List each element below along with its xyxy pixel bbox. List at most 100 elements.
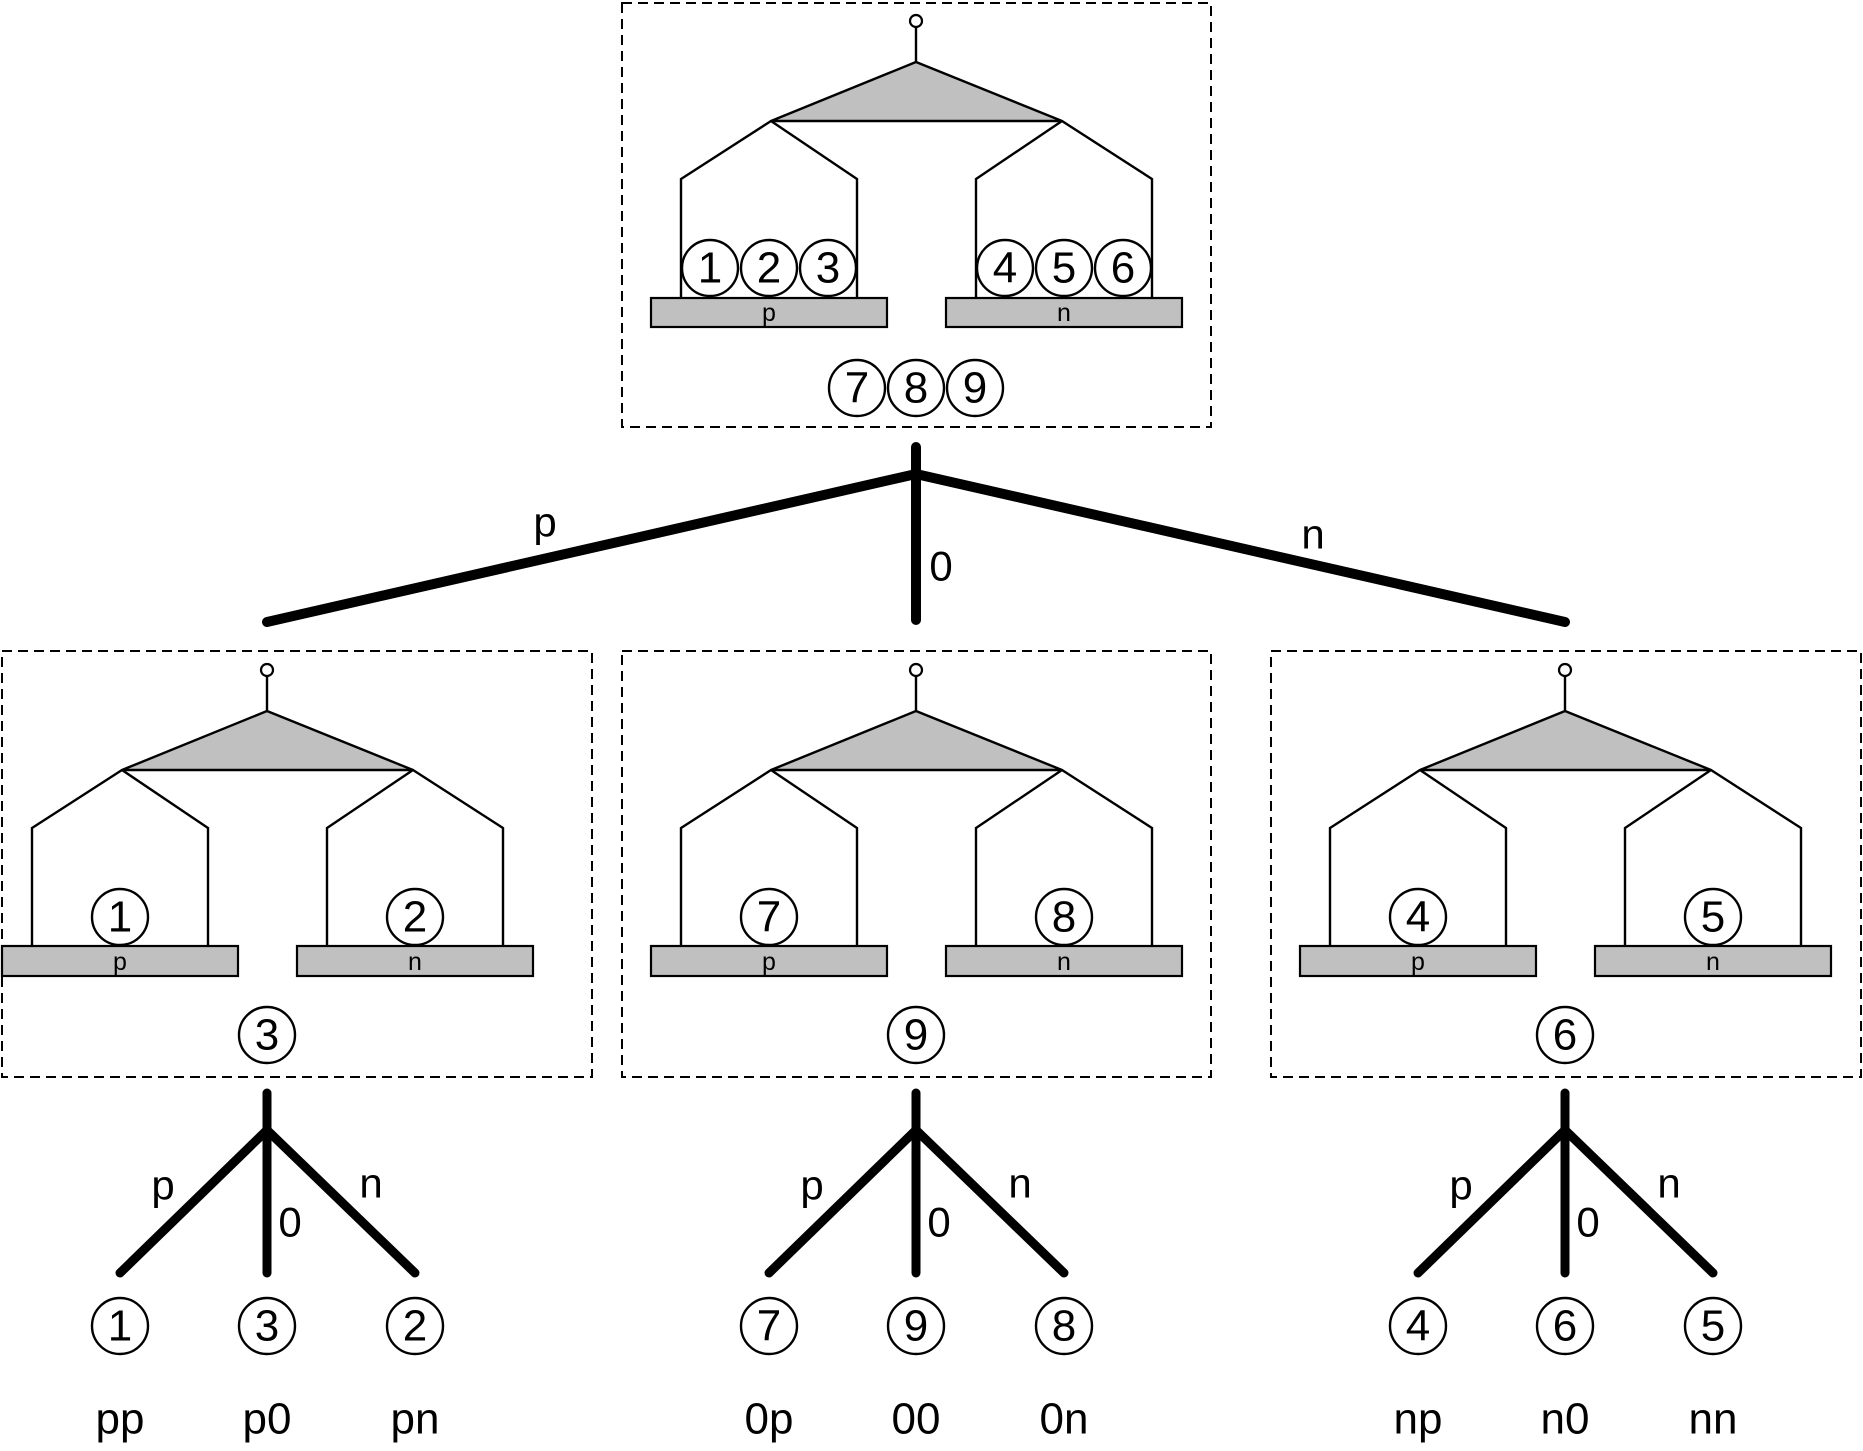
unit-left-arm <box>1328 768 1421 946</box>
leaf-code: p0 <box>243 1395 292 1444</box>
unit-edge-label-n: n <box>1657 1160 1680 1207</box>
unit-bottom-slot <box>1535 1005 1595 1065</box>
unit-left-plate-label: p <box>113 948 127 976</box>
leaf-code: np <box>1394 1395 1443 1444</box>
unit-left-slot-label: 7 <box>757 893 781 942</box>
leaf-number: 1 <box>108 1302 132 1351</box>
top-slot-label: 2 <box>757 244 781 293</box>
unit-0: p n 7 8 9 p 0 n 7 9 8 0p 00 0n <box>621 650 1212 1444</box>
top-slot-circle <box>975 238 1035 298</box>
top-unit-left-arm-inner <box>770 120 859 298</box>
top-slot-circle <box>1093 238 1153 298</box>
unit-right-slot-label: 8 <box>1052 893 1076 942</box>
top-slot-circle <box>827 358 887 418</box>
leaf-circle <box>1388 1296 1448 1356</box>
unit-left-arm-inner <box>121 769 210 946</box>
top-slot-circle <box>945 358 1005 418</box>
leaf-circle <box>739 1296 799 1356</box>
top-branch-n <box>911 469 1570 627</box>
top-branch-p <box>262 469 921 627</box>
unit-gate <box>120 709 415 772</box>
leaf-number: 7 <box>757 1302 781 1351</box>
leaf-code: pp <box>96 1395 145 1444</box>
leaf-code: n0 <box>1541 1395 1590 1444</box>
unit-frame <box>1 650 593 1078</box>
leaf-code: nn <box>1689 1395 1738 1444</box>
top-slot-label: 1 <box>698 244 722 293</box>
unit-frame <box>1270 650 1862 1078</box>
unit-bottom-slot <box>886 1005 946 1065</box>
top-slot-circle <box>739 238 799 298</box>
unit-right-arm <box>1623 769 1712 946</box>
top-unit-left-plate-label: p <box>762 299 776 327</box>
unit-left-arm <box>679 768 772 946</box>
top-edge-label-n: n <box>1301 511 1324 558</box>
leaf-number: 9 <box>904 1302 928 1351</box>
top-slot-circle <box>1034 238 1094 298</box>
unit-edge-label-n: n <box>359 1160 382 1207</box>
unit-right-plate-label: n <box>1706 948 1720 976</box>
unit-right-slot <box>1034 887 1094 947</box>
unit-right-slot-label: 2 <box>403 893 427 942</box>
unit-gate <box>769 709 1064 772</box>
top-slot-label: 7 <box>845 364 869 413</box>
unit-frame <box>621 650 1212 1078</box>
unit-gate <box>1418 709 1713 772</box>
unit-edge-label-0: 0 <box>927 1199 950 1246</box>
unit-edge-label-n: n <box>1008 1160 1031 1207</box>
unit-left-slot-label: 4 <box>1406 893 1430 942</box>
unit-right-plate-label: n <box>408 948 422 976</box>
unit-edge-label-0: 0 <box>278 1199 301 1246</box>
unit-left-slot <box>90 887 150 947</box>
top-slot-label: 9 <box>963 364 987 413</box>
top-edge-label-p: p <box>533 499 556 546</box>
leaf-number: 5 <box>1701 1302 1725 1351</box>
leaf-number: 6 <box>1553 1302 1577 1351</box>
top-unit-gate <box>769 60 1064 123</box>
unit-right-plate <box>944 944 1184 978</box>
leaf-circle <box>237 1296 297 1356</box>
unit-right-arm-outer <box>1061 768 1154 946</box>
leaf-circle <box>385 1296 445 1356</box>
leaf-number: 3 <box>255 1302 279 1351</box>
unit-branch-p <box>115 1125 272 1278</box>
unit-right-slot-label: 5 <box>1701 893 1725 942</box>
leaf-circle <box>1535 1296 1595 1356</box>
unit-p: p n 1 2 3 p 0 n 1 3 2 pp p0 pn <box>0 650 593 1444</box>
top-slot-label: 3 <box>816 244 840 293</box>
unit-terminal <box>259 662 275 678</box>
top-branches: p 0 n <box>262 442 1570 627</box>
top-unit-right-arm-outer <box>1061 119 1154 298</box>
top-slot-label: 8 <box>904 364 928 413</box>
unit-bottom-slot <box>237 1005 297 1065</box>
unit-edge-label-p: p <box>800 1162 823 1209</box>
leaf-code: 0n <box>1040 1395 1089 1444</box>
leaf-code: pn <box>391 1395 440 1444</box>
unit-left-plate-label: p <box>1411 948 1425 976</box>
unit-right-arm-outer <box>1710 768 1803 946</box>
leaf-circle <box>886 1296 946 1356</box>
unit-right-slot <box>385 887 445 947</box>
unit-branch-n <box>911 1125 1069 1278</box>
unit-branch-p <box>764 1125 921 1278</box>
top-slot-label: 5 <box>1052 244 1076 293</box>
top-slot-circle <box>680 238 740 298</box>
leaf-circle <box>1683 1296 1743 1356</box>
unit-left-arm-inner <box>770 769 859 946</box>
unit-right-arm <box>325 769 414 946</box>
unit-left-slot <box>1388 887 1448 947</box>
leaf-number: 8 <box>1052 1302 1076 1351</box>
unit-left-slot-label: 1 <box>108 893 132 942</box>
unit-left-arm <box>30 768 123 946</box>
top-slot-label: 6 <box>1111 244 1135 293</box>
unit-branch-n <box>1560 1125 1718 1278</box>
top-unit-right-arm <box>974 120 1063 298</box>
unit-edge-label-p: p <box>1449 1162 1472 1209</box>
unit-right-slot <box>1683 887 1743 947</box>
unit-right-arm-outer <box>412 768 505 946</box>
top-unit: p n 1 2 3 4 5 6 7 8 9 <box>621 2 1212 428</box>
unit-left-slot <box>739 887 799 947</box>
top-unit-left-plate <box>649 296 889 329</box>
top-slot-circle <box>798 238 858 298</box>
